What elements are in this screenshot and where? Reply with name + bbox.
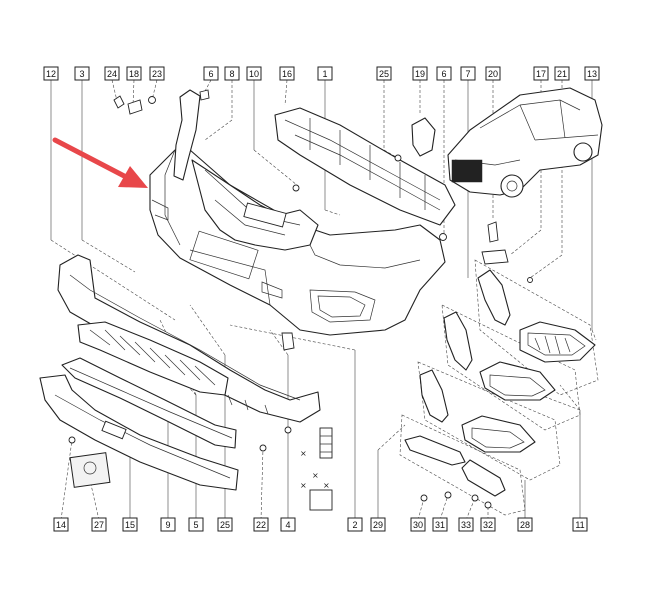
svg-text:32: 32 bbox=[483, 520, 493, 530]
top-left-fasteners bbox=[113, 89, 447, 241]
group-outlines bbox=[399, 259, 599, 516]
part-label: 15 bbox=[122, 517, 138, 532]
part-label: 23 bbox=[149, 66, 165, 81]
svg-text:20: 20 bbox=[488, 69, 498, 79]
part-label: 7 bbox=[460, 66, 476, 81]
svg-text:×: × bbox=[300, 481, 307, 490]
svg-text:33: 33 bbox=[461, 520, 471, 530]
part-label: 30 bbox=[410, 517, 426, 532]
part-label: 21 bbox=[554, 66, 570, 81]
part-label: 10 bbox=[246, 66, 262, 81]
svg-text:7: 7 bbox=[465, 69, 470, 79]
upper-support-frame bbox=[173, 89, 319, 251]
part-label: 25 bbox=[217, 517, 233, 532]
svg-text:19: 19 bbox=[415, 69, 425, 79]
svg-text:21: 21 bbox=[557, 69, 567, 79]
svg-text:23: 23 bbox=[152, 69, 162, 79]
svg-text:27: 27 bbox=[94, 520, 104, 530]
part-label: 33 bbox=[458, 517, 474, 532]
svg-text:14: 14 bbox=[56, 520, 66, 530]
svg-text:16: 16 bbox=[282, 69, 292, 79]
part-label: 18 bbox=[126, 66, 142, 81]
svg-text:6: 6 bbox=[208, 69, 213, 79]
svg-text:×: × bbox=[323, 481, 330, 490]
small-brackets bbox=[404, 435, 506, 509]
part-label: 29 bbox=[370, 517, 386, 532]
part-label: 4 bbox=[280, 517, 296, 532]
svg-text:28: 28 bbox=[520, 520, 530, 530]
part-label: 6 bbox=[436, 66, 452, 81]
svg-text:31: 31 bbox=[435, 520, 445, 530]
part-label: 27 bbox=[91, 517, 107, 532]
part-label: 17 bbox=[533, 66, 549, 81]
part-label: 28 bbox=[517, 517, 533, 532]
svg-text:30: 30 bbox=[413, 520, 423, 530]
fog-surrounds bbox=[419, 269, 596, 453]
car-silhouette bbox=[447, 87, 603, 198]
svg-text:25: 25 bbox=[220, 520, 230, 530]
part-label: 6 bbox=[203, 66, 219, 81]
part-label: 20 bbox=[485, 66, 501, 81]
svg-text:×: × bbox=[300, 449, 307, 458]
part-label: 9 bbox=[160, 517, 176, 532]
svg-text:12: 12 bbox=[46, 69, 56, 79]
side-bracket bbox=[394, 117, 436, 162]
part-label: 22 bbox=[253, 517, 269, 532]
svg-text:1: 1 bbox=[322, 69, 327, 79]
bottom-fasteners: × × × × bbox=[259, 332, 333, 511]
upper-absorber bbox=[274, 107, 456, 226]
part-label: 11 bbox=[572, 517, 588, 532]
svg-text:13: 13 bbox=[587, 69, 597, 79]
part-label: 8 bbox=[224, 66, 240, 81]
right-fasteners bbox=[481, 221, 533, 283]
svg-text:25: 25 bbox=[379, 69, 389, 79]
svg-text:8: 8 bbox=[229, 69, 234, 79]
part-label: 16 bbox=[279, 66, 295, 81]
lower-grille bbox=[77, 321, 229, 396]
lower-strip bbox=[61, 357, 237, 449]
svg-text:15: 15 bbox=[125, 520, 135, 530]
svg-text:29: 29 bbox=[373, 520, 383, 530]
part-label: 12 bbox=[43, 66, 59, 81]
svg-text:6: 6 bbox=[441, 69, 446, 79]
skid-plate bbox=[39, 374, 239, 491]
part-label: 2 bbox=[347, 517, 363, 532]
tow-bracket bbox=[68, 436, 111, 488]
svg-text:9: 9 bbox=[165, 520, 170, 530]
svg-text:4: 4 bbox=[285, 520, 290, 530]
svg-text:22: 22 bbox=[256, 520, 266, 530]
svg-text:17: 17 bbox=[536, 69, 546, 79]
svg-text:10: 10 bbox=[249, 69, 259, 79]
svg-text:24: 24 bbox=[107, 69, 117, 79]
part-label: 19 bbox=[412, 66, 428, 81]
bottom-labels: 14 27 15 9 5 25 22 4 2 29 30 31 33 32 28… bbox=[53, 517, 588, 532]
svg-text:18: 18 bbox=[129, 69, 139, 79]
red-arrow bbox=[52, 137, 148, 188]
part-label: 25 bbox=[376, 66, 392, 81]
part-label: 14 bbox=[53, 517, 69, 532]
svg-text:11: 11 bbox=[575, 520, 584, 530]
part-label: 13 bbox=[584, 66, 600, 81]
svg-text:3: 3 bbox=[79, 69, 84, 79]
svg-text:×: × bbox=[312, 471, 319, 480]
part-label: 1 bbox=[317, 66, 333, 81]
part-label: 32 bbox=[480, 517, 496, 532]
part-label: 31 bbox=[432, 517, 448, 532]
part-label: 24 bbox=[104, 66, 120, 81]
part-label: 3 bbox=[74, 66, 90, 81]
part-label: 5 bbox=[188, 517, 204, 532]
svg-text:2: 2 bbox=[352, 520, 357, 530]
svg-text:5: 5 bbox=[193, 520, 198, 530]
top-labels: 12 3 24 18 23 6 8 10 16 1 25 19 6 7 20 1… bbox=[43, 66, 600, 81]
